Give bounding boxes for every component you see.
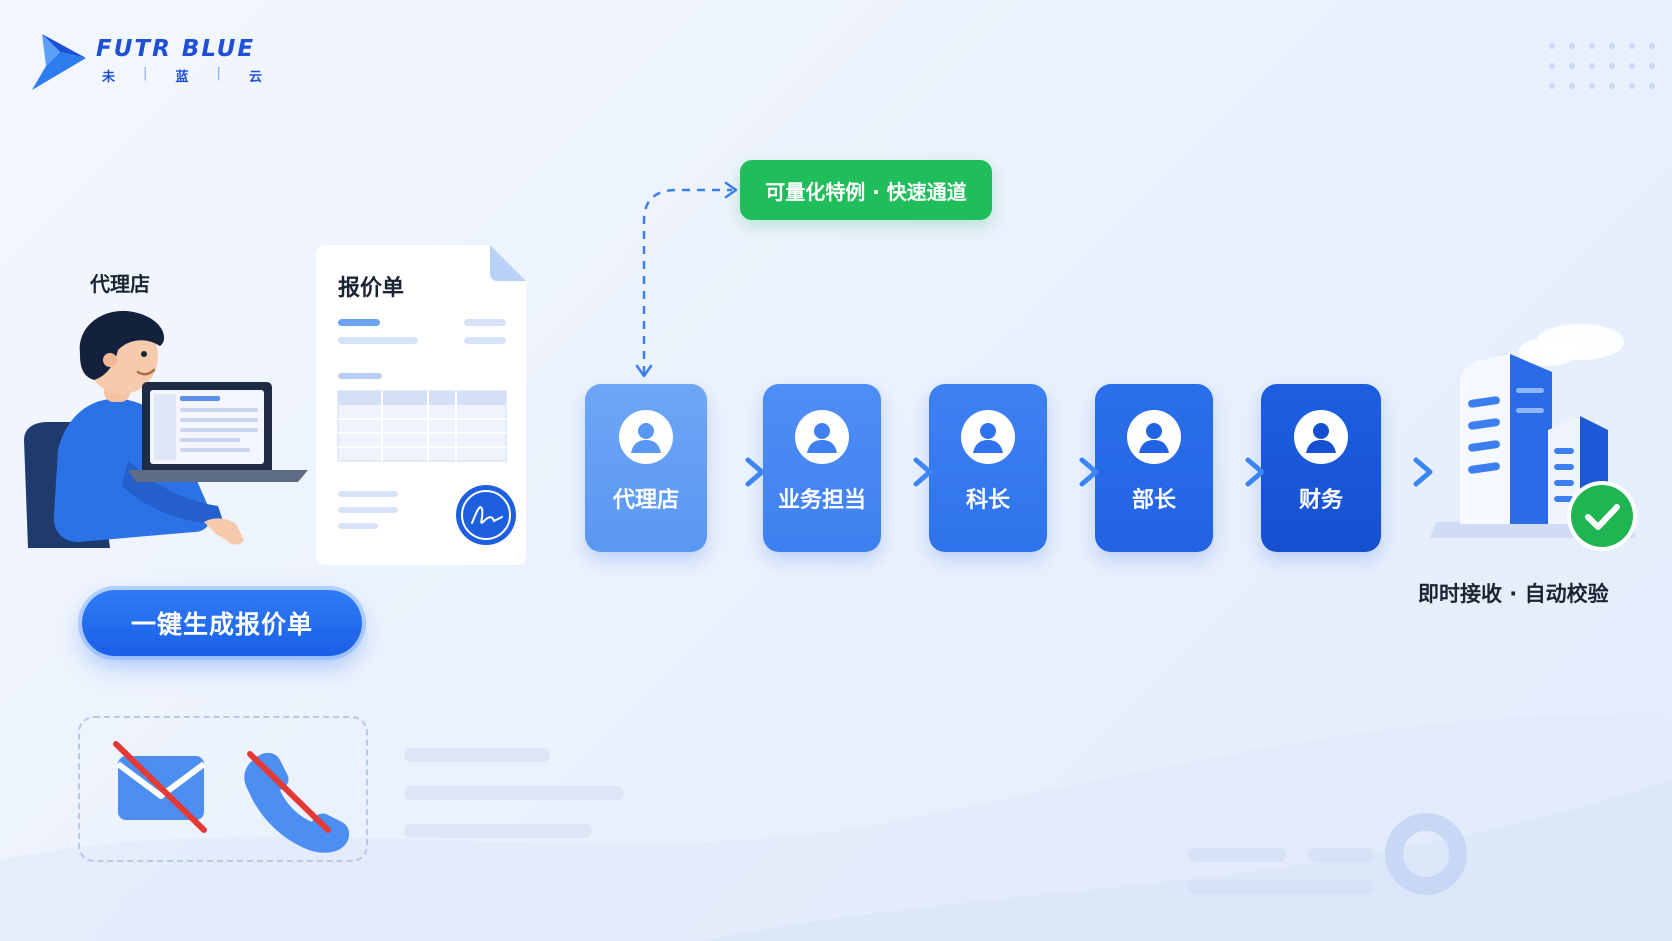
user-icon [1294,410,1348,464]
disabled-channels-box [78,716,368,862]
email-icon [113,741,207,833]
disabled-channels-icons [113,741,350,853]
decorative-lines [404,748,624,838]
arrow-icon [1367,457,1433,487]
flow-step-department-head: 部长 [1095,384,1213,552]
brand-sub-char: 云 [248,70,262,85]
flow-step-agent: 代理店 [585,384,707,552]
flow-step-label: 业务担当 [777,488,866,513]
agent-person-illustration [24,310,308,548]
flow-step-sales: 业务担当 [763,384,881,552]
arrow-icon [1033,457,1099,487]
flow-step-section-chief: 科长 [929,384,1047,552]
agent-label: 代理店 [90,272,150,296]
user-icon [619,410,673,464]
flow-step-label: 代理店 [612,488,679,513]
fast-track-dashed-arrow [635,181,738,378]
result-label: 即时接收 · 自动校验 [1418,582,1609,606]
brand-divider: | [216,66,221,81]
quote-document-illustration [316,245,526,565]
arrow-icon [1199,457,1265,487]
user-icon [795,410,849,464]
decorative-bottom-shapes [1188,813,1467,895]
flow-arrows [700,457,1433,487]
phone-icon [244,751,350,853]
arrow-icon [867,457,933,487]
brand-divider: | [143,66,148,81]
fast-track-badge: 可量化特例 · 快速通道 [740,160,992,220]
flow-step-label: 部长 [1131,488,1176,513]
arrow-icon [700,457,765,487]
decorative-dots [1549,43,1655,89]
brand-name: FUTR BLUE [96,36,256,62]
brand-sub-char: 未 [102,70,116,85]
user-icon [1127,410,1181,464]
quote-document-title: 报价单 [338,276,405,301]
generate-quote-button[interactable]: 一键生成报价单 [82,590,362,656]
approval-flow: 代理店 业务担当 科长 部长 财务 [585,384,1465,558]
flow-step-finance: 财务 [1261,384,1381,552]
flow-step-label: 科长 [965,488,1010,513]
flow-step-label: 财务 [1298,488,1343,513]
brand-subtitle: 未 | 蓝 | 云 [102,66,262,85]
brand-sub-char: 蓝 [175,70,189,85]
brand-logo-icon [32,34,86,90]
user-icon [961,410,1015,464]
check-icon [1567,481,1637,551]
